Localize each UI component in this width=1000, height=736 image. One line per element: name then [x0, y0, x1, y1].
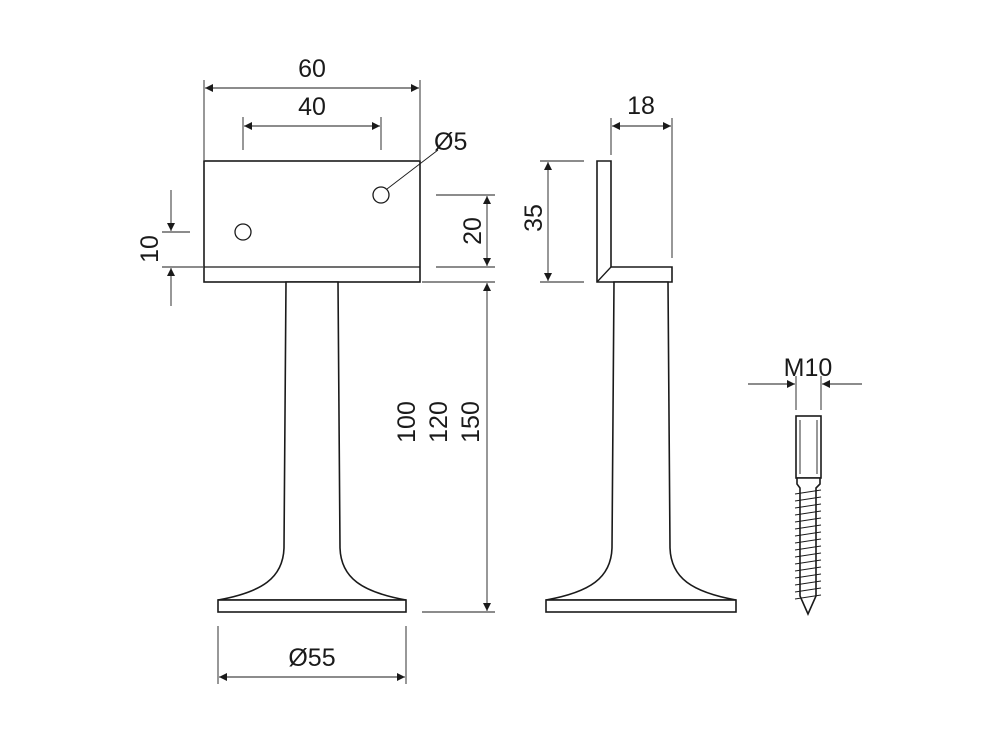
thread-line [794, 517, 822, 523]
dim-m10-label: M10 [784, 354, 833, 382]
dimension-hole-offset: 10 [136, 190, 203, 306]
dimension-base-diameter: Ø55 [217, 626, 407, 684]
mounting-plate-front [203, 160, 421, 283]
dimension-screw-thread: M10 [748, 354, 862, 410]
thread-line [794, 580, 822, 586]
dim-10-label: 10 [136, 235, 164, 263]
dim-35-label: 35 [520, 204, 548, 232]
dim-18-label: 18 [627, 92, 655, 120]
thread-line [794, 489, 822, 495]
thread-line [794, 587, 822, 593]
base-plate-front [217, 599, 407, 613]
dimension-plate-height-side: 35 [520, 160, 584, 283]
side-view [545, 160, 737, 613]
thread-line [794, 524, 822, 530]
dim-60-label: 60 [298, 55, 326, 83]
post-front [217, 281, 407, 601]
dimension-hole-diameter: Ø5 [386, 128, 467, 190]
thread-line [794, 496, 822, 502]
front-view [203, 160, 421, 613]
base-plate-side [545, 599, 737, 613]
dimension-hole-spacing: 40 [242, 93, 382, 150]
dim-40-label: 40 [298, 93, 326, 121]
screw-shank [796, 477, 821, 616]
thread-line [794, 566, 822, 572]
thread-line [794, 552, 822, 558]
screw [794, 415, 822, 616]
screw-threads [794, 489, 822, 600]
dim-120-label: 120 [425, 401, 453, 443]
dimension-plate-width: 60 [203, 55, 421, 160]
dimension-total-height: 100 120 150 [393, 281, 495, 613]
post-side [545, 281, 737, 601]
dim-100-label: 100 [393, 401, 421, 443]
dim-20-label: 20 [459, 217, 487, 245]
mounting-hole-left [234, 223, 252, 241]
dim-150-label: 150 [457, 401, 485, 443]
thread-line [794, 538, 822, 544]
dim-d5-label: Ø5 [434, 128, 467, 156]
dim-d55-label: Ø55 [288, 644, 335, 672]
thread-line [794, 545, 822, 551]
dimension-plate-depth: 18 [610, 92, 673, 258]
bracket-side [596, 160, 673, 283]
thread-line [794, 531, 822, 537]
thread-line [794, 594, 822, 600]
mounting-hole-right [372, 186, 390, 204]
thread-line [794, 573, 822, 579]
thread-line [794, 559, 822, 565]
dimension-plate-height-front: 20 [436, 194, 495, 268]
bracket-fold-line [596, 266, 612, 283]
thread-line [794, 503, 822, 509]
thread-line [794, 510, 822, 516]
